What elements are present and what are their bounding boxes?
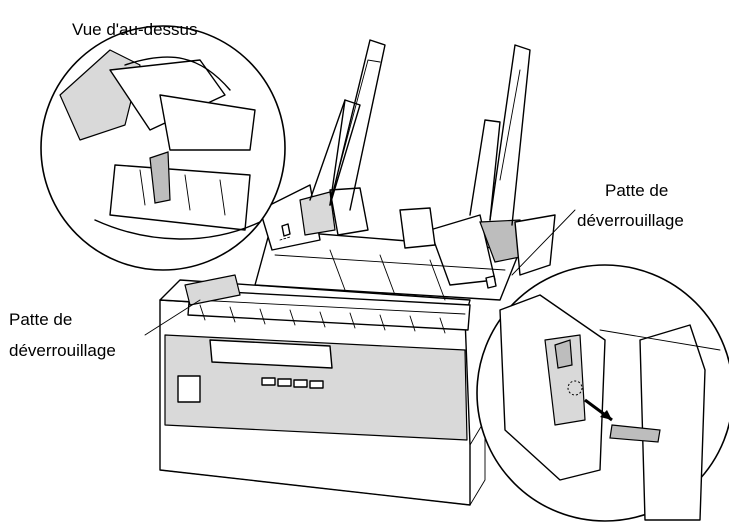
panel-button	[309, 380, 324, 389]
panel-button	[293, 379, 308, 388]
release-tab-label-right-line1: Patte de	[605, 181, 669, 200]
printer-badge	[177, 375, 201, 403]
pull-arrow-icon	[600, 410, 612, 420]
right-release-tab	[485, 275, 497, 289]
control-panel	[209, 339, 333, 369]
release-tab-label-left-line1: Patte de	[9, 310, 73, 329]
detail-release-tab	[554, 339, 573, 369]
panel-button	[277, 378, 292, 387]
right-leader-line	[511, 209, 576, 276]
printer-body	[159, 279, 486, 506]
left-release-tab	[281, 223, 291, 237]
platen-area	[184, 274, 471, 334]
top-view-detail	[40, 25, 286, 271]
left-leader-line	[144, 299, 201, 336]
paper-supports	[309, 39, 531, 226]
top-view-label: Vue d'au-dessus	[72, 20, 198, 39]
release-tab-label-right-line2: déverrouillage	[577, 211, 684, 230]
top-view-tab	[149, 151, 171, 204]
sheet-feeder-housing	[254, 184, 556, 301]
right-feeder-tray	[514, 214, 556, 276]
panel-button	[261, 377, 276, 386]
release-tab-detail	[476, 264, 729, 522]
release-tab-label-left-line2: déverrouillage	[9, 341, 116, 360]
